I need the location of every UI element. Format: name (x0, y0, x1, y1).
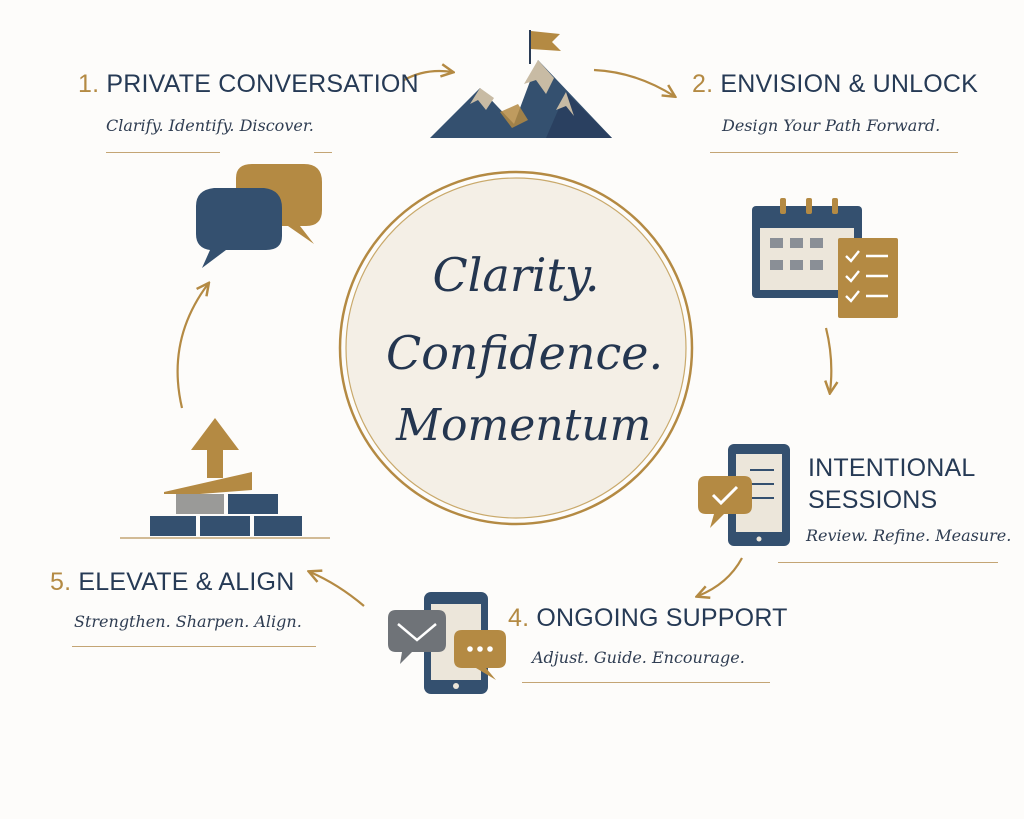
step-1-number: 1. (78, 70, 100, 98)
phone-messages-icon (388, 592, 506, 694)
step-2-title-text: ENVISION & UNLOCK (720, 70, 979, 98)
arrow-4-to-5 (310, 572, 365, 607)
step-4-number: 4. (508, 604, 530, 632)
step-2-title: 2. ENVISION & UNLOCK (692, 72, 978, 97)
speech-bubbles-icon (196, 164, 322, 268)
step-1-title: 1. PRIVATE CONVERSATION (78, 72, 419, 97)
arrow-3-to-sessions (826, 327, 831, 392)
step-4-title: 4. ONGOING SUPPORT (508, 606, 788, 631)
step-5-subtitle: Strengthen. Sharpen. Align. (74, 612, 302, 631)
stacked-blocks-arrow-icon (120, 418, 330, 539)
arrow-sessions-to-4 (698, 557, 743, 596)
center-circle (338, 170, 694, 526)
center-phrase-line-1: Clarity. (432, 248, 600, 302)
step-4-underline (522, 682, 770, 683)
step-3-title-line-1: INTENTIONAL (808, 454, 976, 482)
step-2-underline (710, 152, 958, 153)
step-2-subtitle: Design Your Path Forward. (722, 116, 941, 135)
center-phrase-line-3: Momentum (396, 400, 652, 451)
tablet-checklist-icon (698, 444, 790, 546)
calendar-checklist-icon (752, 198, 898, 318)
step-3-subtitle: Review. Refine. Measure. (806, 526, 1012, 545)
step-1-underline-tail (314, 152, 332, 153)
step-3-title-line-2: SESSIONS (808, 486, 938, 514)
step-3-underline (778, 562, 998, 563)
step-5-number: 5. (50, 568, 72, 596)
mountain-flag-icon (430, 30, 612, 138)
step-4-subtitle: Adjust. Guide. Encourage. (532, 648, 745, 667)
step-2-number: 2. (692, 70, 714, 98)
step-5-underline (72, 646, 316, 647)
step-4-title-text: ONGOING SUPPORT (536, 604, 788, 632)
cycle-arrows (176, 68, 832, 607)
step-5-title: 5. ELEVATE & ALIGN (50, 570, 294, 595)
step-1-title-text: PRIVATE CONVERSATION (106, 70, 419, 98)
arrow-1-to-2 (403, 71, 452, 81)
step-5-title-text: ELEVATE & ALIGN (78, 568, 295, 596)
arrow-2-to-3 (593, 68, 674, 96)
arrow-5-to-1 (176, 284, 208, 409)
step-1-underline (106, 152, 220, 153)
step-1-subtitle: Clarify. Identify. Discover. (106, 116, 314, 135)
center-phrase-line-2: Confidence. (386, 326, 664, 380)
